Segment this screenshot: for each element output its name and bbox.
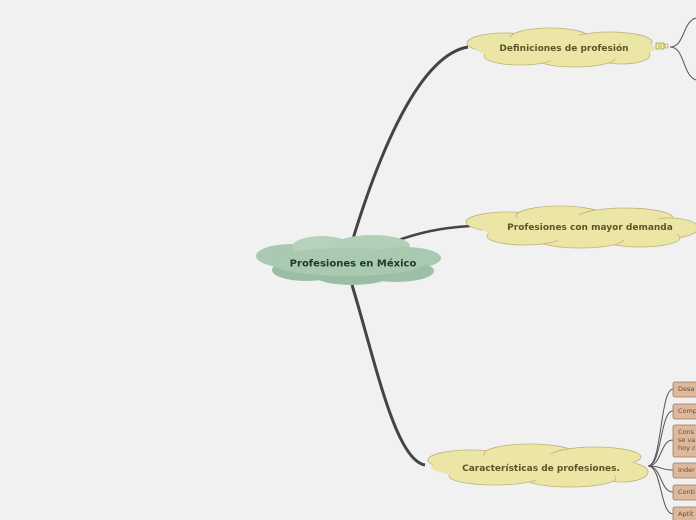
leaf-box-3[interactable] <box>672 424 696 458</box>
leaf-box-1[interactable] <box>672 381 696 398</box>
topic-definiciones-node[interactable] <box>466 27 655 68</box>
leaf-label-6: Aptit <box>678 510 694 518</box>
leaf-label-5: Conti <box>678 488 695 496</box>
leaf-label-3: Cons se va hoy c <box>678 428 696 452</box>
connectors-caracteristicas-leaves <box>647 388 674 515</box>
root-node[interactable] <box>256 235 441 285</box>
note-icon[interactable] <box>655 42 669 50</box>
connector-definiciones-children <box>669 17 696 81</box>
connector-root-definiciones <box>350 45 469 243</box>
leaf-boxes <box>672 381 696 520</box>
topic-caracteristicas-node[interactable] <box>427 443 649 488</box>
leaf-label-1: Desa <box>678 385 695 393</box>
connector-root-caracteristicas <box>350 284 426 467</box>
topic-demanda-node[interactable] <box>465 205 696 249</box>
leaf-label-2: Comp <box>678 407 696 415</box>
leaf-box-6[interactable] <box>672 506 696 520</box>
leaf-box-5[interactable] <box>672 484 696 501</box>
leaf-box-2[interactable] <box>672 403 696 420</box>
leaf-box-4[interactable] <box>672 462 696 479</box>
leaf-label-4: Inder <box>678 466 695 474</box>
